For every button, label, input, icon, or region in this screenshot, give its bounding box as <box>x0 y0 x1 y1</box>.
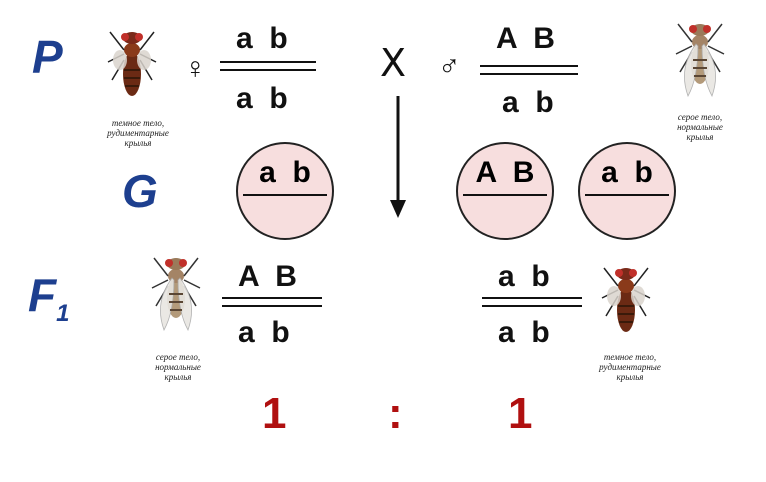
gamete: A B <box>456 142 554 240</box>
genotype-line <box>222 305 322 307</box>
offspring-genotype-top: A B <box>238 260 297 293</box>
offspring-caption: темное тело, рудиментарные крылья <box>599 352 661 382</box>
label-f1: F1 <box>28 269 70 328</box>
genotype-line <box>480 73 578 75</box>
female-genotype-bottom: a b <box>236 82 288 115</box>
offspring-genotype-top: a b <box>498 260 550 293</box>
male-symbol: ♂ <box>438 50 461 83</box>
dark-fly-icon <box>601 267 651 333</box>
genotype-line <box>220 69 316 71</box>
gamete: a b <box>236 142 334 240</box>
female-symbol: ♀ <box>184 52 207 85</box>
gamete: a b <box>578 142 676 240</box>
genotype-line <box>220 61 316 63</box>
ratio-separator: : <box>388 389 403 438</box>
offspring-caption: серое тело, нормальные крылья <box>155 352 201 382</box>
dark-fly-icon <box>107 31 157 97</box>
ratio-right: 1 <box>508 389 533 438</box>
down-arrow-icon <box>390 96 406 218</box>
offspring-genotype-bottom: a b <box>238 316 290 349</box>
genotype-line <box>222 297 322 299</box>
female-genotype-top: a b <box>236 22 288 55</box>
gray-fly-icon <box>151 257 201 331</box>
cross-symbol: X <box>380 41 407 85</box>
male-parent-caption: серое тело, нормальные крылья <box>677 112 723 142</box>
genotype-line <box>480 65 578 67</box>
male-genotype-bottom: a b <box>502 86 554 119</box>
gray-fly-icon <box>675 23 725 97</box>
label-g: G <box>122 165 158 217</box>
label-p: P <box>32 31 63 83</box>
genotype-line <box>482 297 582 299</box>
ratio-left: 1 <box>262 389 287 438</box>
genotype-line <box>482 305 582 307</box>
offspring-genotype-bottom: a b <box>498 316 550 349</box>
female-parent-caption: темное тело, рудиментарные крылья <box>107 118 169 148</box>
male-genotype-top: A B <box>496 22 555 55</box>
